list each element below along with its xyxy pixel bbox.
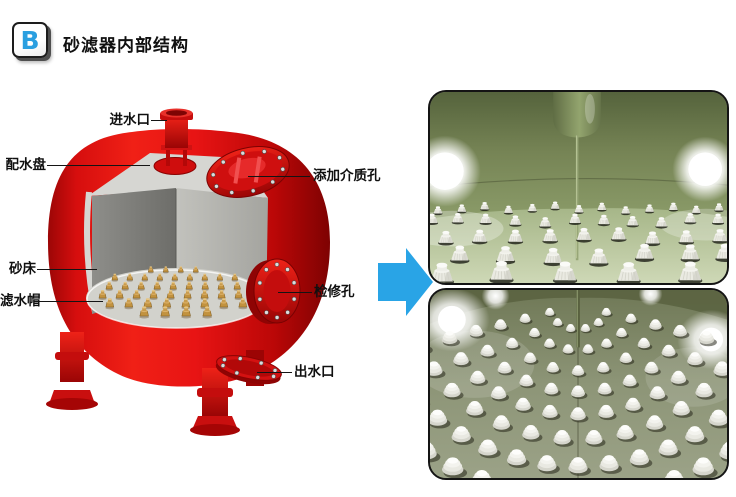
bottom-interior-photo-art [430,290,727,478]
label-media-port: 添加介质孔 [313,168,381,184]
leader-outlet [257,372,292,373]
sand-filter-cutaway-diagram [46,108,330,436]
inlet-pipe [165,116,188,148]
inlet-opening [166,110,187,116]
label-inspection-port: 检修孔 [314,284,355,300]
badge-letter: B [20,25,40,55]
leader-distributor [47,165,150,166]
label-inlet: 进水口 [109,112,151,128]
center-rod [575,135,579,261]
inspection-port-flange [246,258,301,324]
tank-leg-center [190,368,240,436]
bottom-interior-photo [428,288,729,480]
label-filter-nozzle: 滤水帽 [0,293,41,309]
center-inlet-pipe [553,92,601,138]
label-outlet: 出水口 [294,364,335,380]
white-filter-caps-radial [430,307,727,478]
top-interior-photo-art [430,92,727,283]
leader-filter-nozzle [39,301,103,302]
section-badge-keycap: B [12,22,48,58]
top-interior-photo [428,90,729,285]
label-sand-bed: 砂床 [9,261,36,277]
media-port-flange [206,146,290,198]
center-pipe [576,290,580,348]
inlet-leg-left [166,148,170,166]
page-title: 砂滤器内部结构 [63,36,189,56]
distributor-plate [153,157,197,175]
sand-filter-nozzles-tan [98,266,260,319]
tank-leg-left [46,332,98,410]
leader-sand-bed [37,269,97,270]
leader-media-port [248,176,310,177]
label-distributor: 配水盘 [5,157,47,173]
white-filter-caps [430,201,727,283]
right-arrow-icon [378,248,433,316]
leader-inspection-port [278,292,312,293]
leader-inlet [151,120,167,121]
inlet-leg-right [183,148,187,166]
